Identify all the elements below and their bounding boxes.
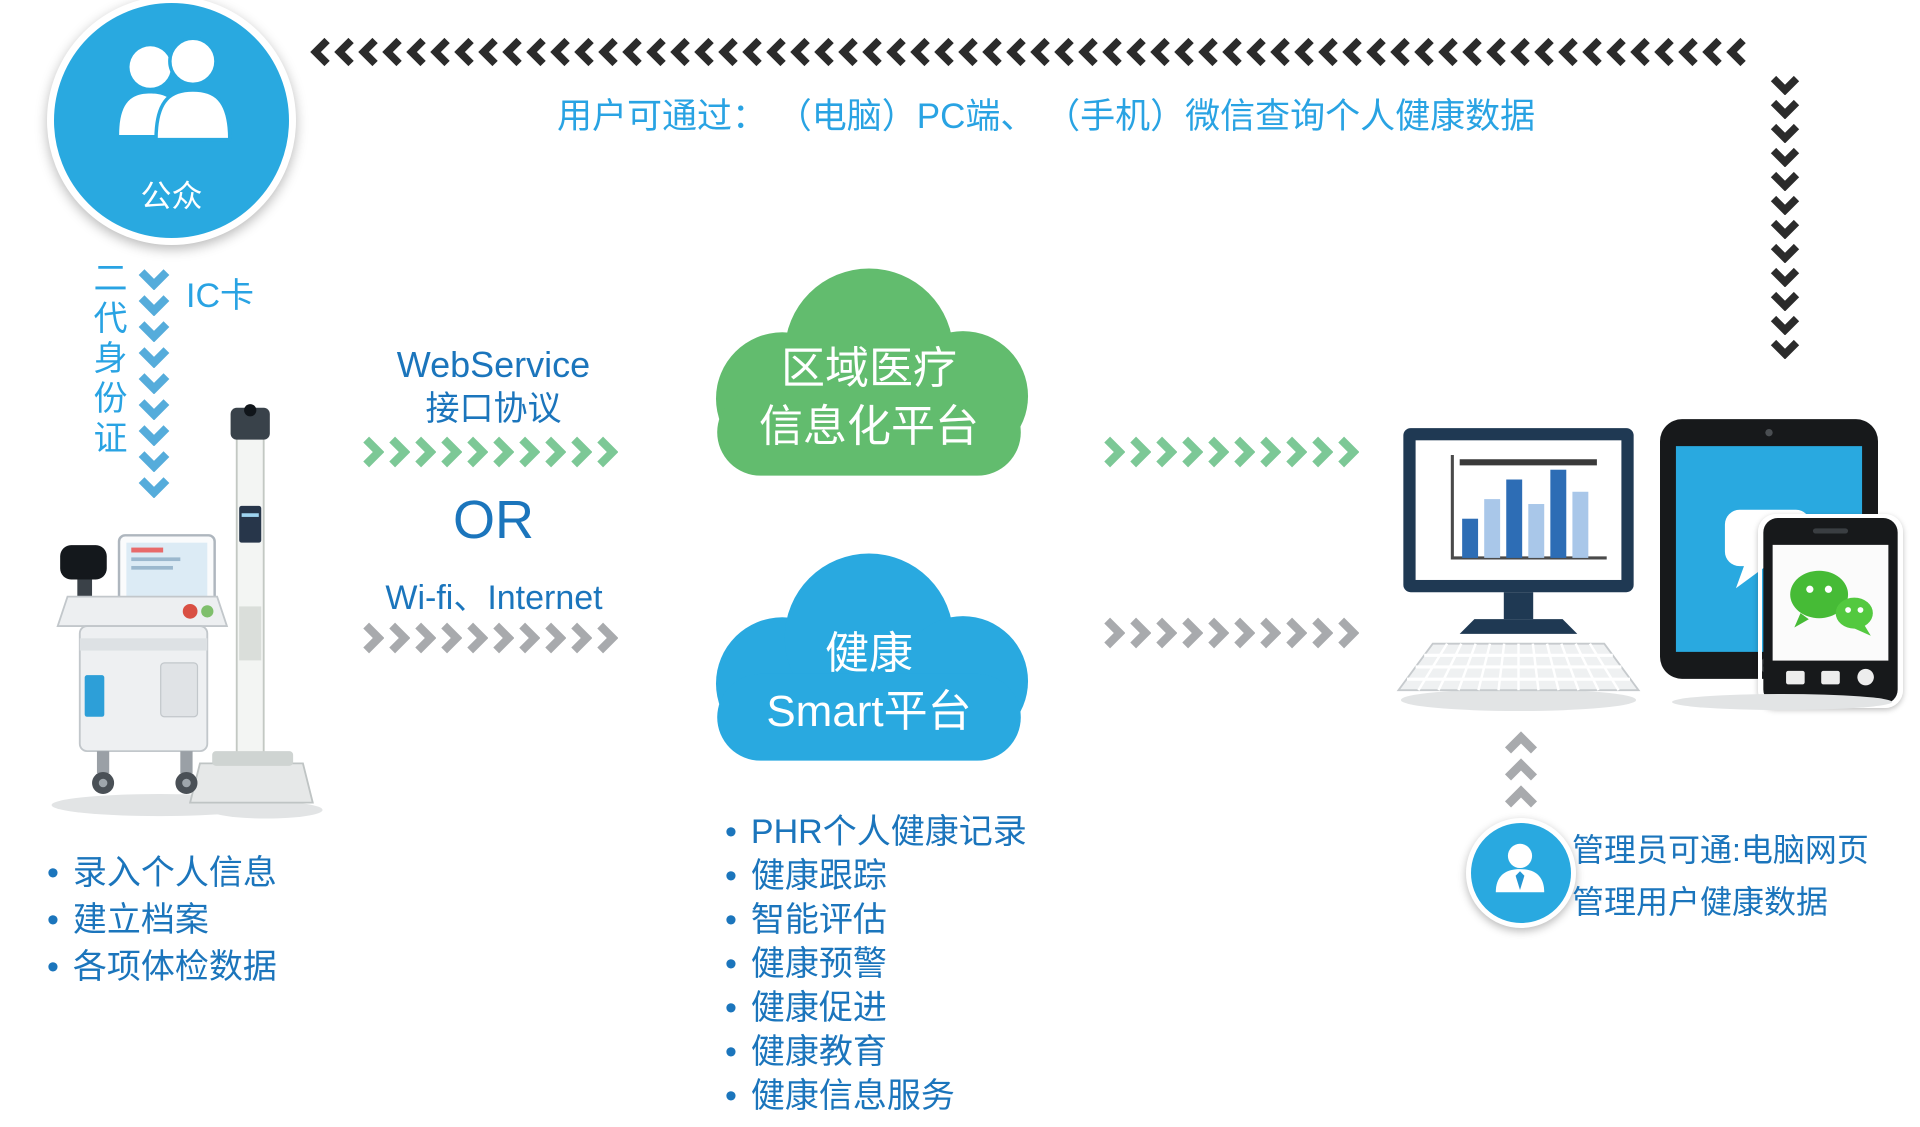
smart-cloud-label: 健康 Smart平台 (676, 625, 1062, 741)
health-check-devices-illustration (51, 404, 323, 819)
list-item: 智能评估 (725, 898, 1027, 942)
regional-out-arrow-right-icon (1100, 436, 1359, 468)
right-flow-arrow-down-icon (1770, 72, 1800, 359)
list-item: 各项体检数据 (47, 944, 277, 991)
webservice-line1: WebService (396, 344, 591, 385)
height-measure-station-icon (188, 404, 314, 804)
list-item: 健康预警 (725, 942, 1027, 986)
list-item: 录入个人信息 (47, 850, 277, 897)
list-item: 健康跟踪 (725, 854, 1027, 898)
list-item: PHR个人健康记录 (725, 810, 1027, 854)
regional-cloud-line2: 信息化平台 (759, 402, 979, 451)
admin-caption: 管理员可通:电脑网页 管理用户健康数据 (1572, 824, 1869, 928)
wechat-icon (1790, 570, 1873, 636)
desktop-monitor-bar-chart-icon (1396, 428, 1641, 712)
public-node: 公众 (47, 0, 296, 245)
list-item: 建立档案 (47, 897, 277, 944)
ic-card-label: IC卡 (186, 277, 254, 315)
smartphone-wechat (1758, 514, 1903, 708)
keyboard-icon (1396, 642, 1641, 692)
regional-platform-cloud: 区域医疗 信息化平台 (676, 254, 1062, 507)
admin-caption-line1: 管理员可通:电脑网页 (1572, 832, 1869, 868)
smartphone-icon (1763, 518, 1898, 704)
list-item: 健康教育 (725, 1030, 1027, 1074)
webservice-line2: 接口协议 (425, 390, 562, 428)
top-flow-caption: 用户可通过： （电脑）PC端、 （手机）微信查询个人健康数据 (557, 97, 1536, 136)
list-item: 健康促进 (725, 986, 1027, 1030)
id-card-arrow-down-icon (138, 265, 170, 498)
regional-cloud-line1: 区域医疗 (781, 344, 957, 393)
admin-arrow-up-icon (1504, 730, 1538, 810)
cloud-blue-icon (715, 553, 1029, 761)
webservice-arrow-right-icon (359, 436, 618, 468)
devices-shadow (1672, 694, 1892, 710)
id-card-vertical-label: 二代身份证 (88, 260, 126, 460)
admin-node (1466, 818, 1576, 928)
smart-cloud-line1: 健康 (825, 629, 913, 678)
regional-cloud-label: 区域医疗 信息化平台 (676, 340, 1062, 456)
device-data-list: 录入个人信息 建立档案 各项体检数据 (47, 850, 277, 991)
top-flow-arrow-left-icon (309, 37, 1748, 67)
wifi-internet-label: Wi-fi、Internet (385, 579, 603, 617)
smart-out-arrow-right-icon (1100, 617, 1359, 649)
webservice-label: WebService 接口协议 (361, 343, 626, 431)
or-label: OR (453, 490, 534, 550)
two-users-icon (119, 36, 232, 142)
list-item: 健康信息服务 (725, 1074, 1027, 1118)
bar-chart-icon (1462, 469, 1589, 558)
smart-features-list: PHR个人健康记录 健康跟踪 智能评估 健康预警 健康促进 健康教育 健康信息服… (725, 810, 1027, 1118)
admin-user-icon (1495, 843, 1545, 893)
smart-platform-cloud: 健康 Smart平台 (676, 539, 1062, 792)
health-kiosk-icon (56, 534, 229, 795)
cloud-green-icon (715, 268, 1029, 476)
admin-caption-line2: 管理用户健康数据 (1572, 884, 1829, 920)
public-label: 公众 (140, 179, 203, 214)
wifi-arrow-right-icon (359, 622, 618, 654)
smart-cloud-line2: Smart平台 (766, 687, 972, 736)
